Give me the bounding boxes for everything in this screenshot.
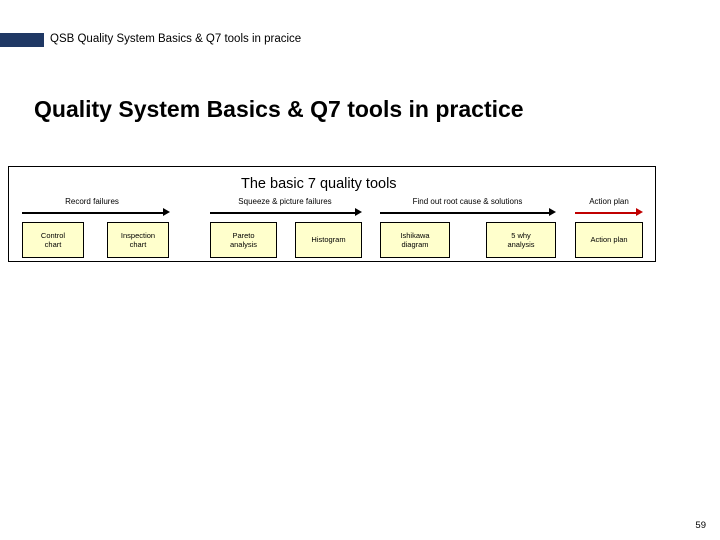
header-title: QSB Quality System Basics & Q7 tools in … — [50, 33, 302, 45]
tool-label-line1: Control — [40, 230, 66, 240]
tool-box-ishikawa-diagram[interactable]: Ishikawa diagram — [380, 222, 450, 258]
tool-box-control-chart[interactable]: Control chart — [22, 222, 84, 258]
tool-label-line1: Ishikawa — [400, 230, 430, 240]
tool-box-inspection-chart[interactable]: Inspection chart — [107, 222, 169, 258]
tool-box-pareto-analysis[interactable]: Pareto analysis — [210, 222, 277, 258]
page-number: 59 — [695, 520, 706, 531]
tool-label-line1: Inspection — [120, 230, 156, 240]
tool-label-line1: Pareto — [232, 230, 255, 240]
tool-label-line1: Histogram — [311, 235, 346, 245]
tool-label-line1: Action plan — [590, 235, 628, 245]
tool-box-action-plan[interactable]: Action plan — [575, 222, 643, 258]
caption-record-failures: Record failures — [65, 197, 119, 206]
tool-label-line2: diagram — [401, 240, 429, 249]
tool-label-line2: chart — [129, 240, 147, 249]
tool-box-5-why-analysis[interactable]: 5 why analysis — [486, 222, 556, 258]
header-accent-bar — [0, 33, 44, 47]
caption-squeeze-picture-failures: Squeeze & picture failures — [238, 197, 332, 206]
tool-label-line1: 5 why — [511, 230, 531, 240]
tool-label-line2: analysis — [507, 240, 535, 249]
page-title: Quality System Basics & Q7 tools in prac… — [34, 96, 524, 122]
tool-label-line2: chart — [44, 240, 62, 249]
arrow-record-failures — [22, 208, 170, 217]
caption-find-root-cause: Find out root cause & solutions — [412, 197, 523, 206]
arrow-find-root-cause — [380, 208, 556, 217]
section-title: The basic 7 quality tools — [241, 176, 397, 192]
tool-box-histogram[interactable]: Histogram — [295, 222, 362, 258]
tool-label-line2: analysis — [229, 240, 258, 249]
caption-action-plan: Action plan — [589, 197, 629, 206]
arrow-squeeze-picture-failures — [210, 208, 362, 217]
arrow-action-plan — [575, 208, 643, 217]
